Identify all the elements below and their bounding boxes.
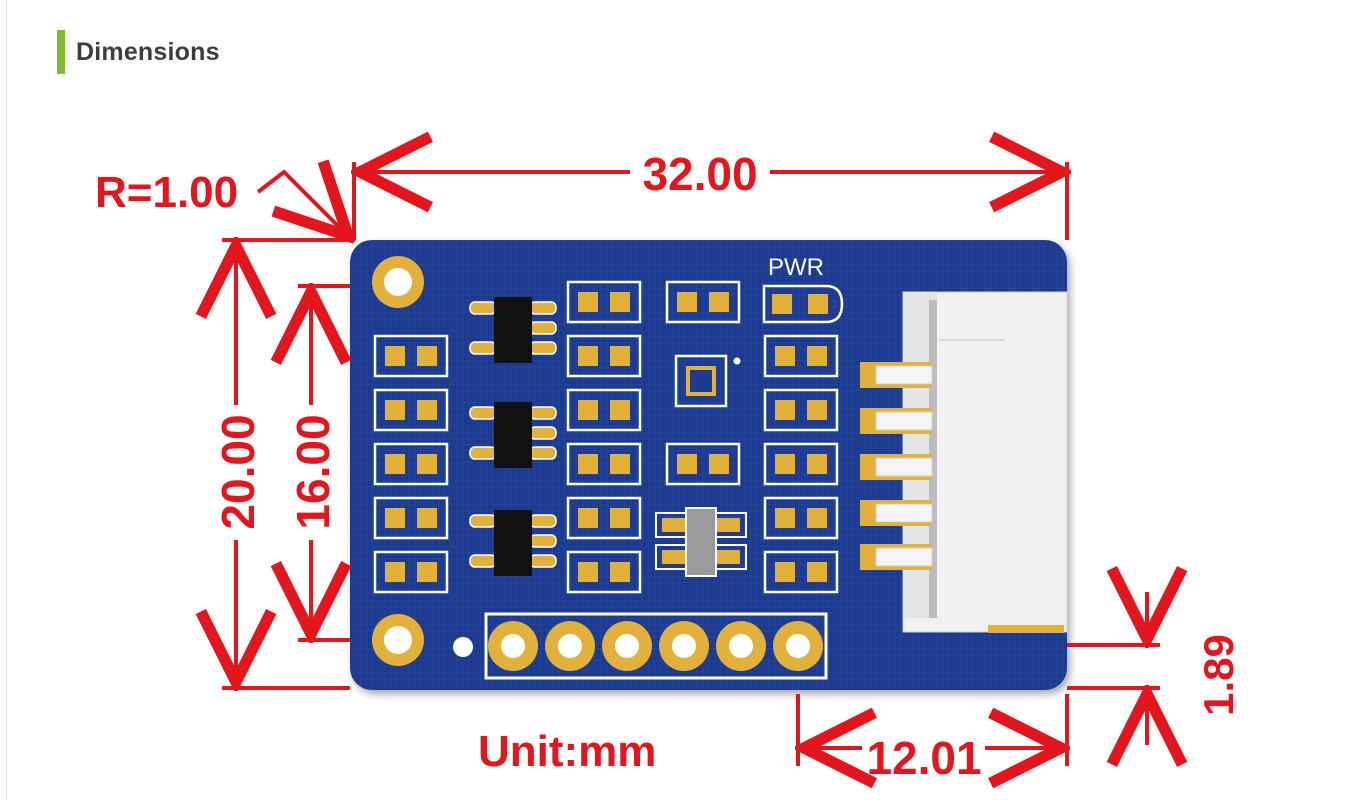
dimension-height: 20.00: [212, 246, 264, 682]
dimension-width: 32.00: [360, 148, 1062, 200]
resistor: [566, 550, 642, 594]
section-accent-bar: [57, 30, 65, 74]
connector-pin: [860, 544, 933, 570]
resistor: [763, 388, 839, 432]
hole-spacing-label: 16.00: [287, 414, 339, 529]
resistor-column-center: [665, 280, 741, 486]
resistor: [566, 334, 642, 378]
pin-header: [484, 612, 828, 680]
resistor: [665, 442, 741, 486]
qfn-chip: [674, 354, 741, 408]
connector: [860, 291, 1068, 633]
resistor: [373, 334, 449, 378]
resistor: [373, 388, 449, 432]
connector-pin: [860, 408, 933, 434]
header-pin: [488, 621, 538, 671]
pwr-label: PWR: [768, 254, 824, 281]
height-label: 20.00: [212, 414, 264, 529]
transistor: [469, 297, 557, 363]
mounting-hole-bottom: [372, 614, 424, 666]
resistor-column-left: [373, 334, 449, 594]
section-title: Dimensions: [76, 37, 220, 66]
resistor: [373, 496, 449, 540]
section-header: Dimensions: [57, 30, 220, 74]
resistor: [763, 496, 839, 540]
resistor: [763, 442, 839, 486]
connector-offset-label: 1.89: [1195, 634, 1242, 716]
resistor: [763, 334, 839, 378]
resistor: [566, 496, 642, 540]
header-pin: [716, 621, 766, 671]
radius-label: R=1.00: [95, 168, 238, 217]
resistor: [566, 280, 642, 324]
resistor: [566, 388, 642, 432]
transistor: [469, 402, 557, 468]
header-pin: [773, 621, 823, 671]
header-pin: [602, 621, 652, 671]
resistor: [373, 442, 449, 486]
transistor: [469, 510, 557, 576]
dimension-hole-spacing: 16.00: [287, 292, 339, 634]
resistor: [373, 550, 449, 594]
unit-label: Unit:mm: [478, 727, 656, 776]
resistor: [763, 550, 839, 594]
resistor-column-right: [763, 334, 839, 594]
width-label: 32.00: [642, 148, 757, 200]
voltage-regulator: [655, 507, 747, 577]
header-pin: [545, 621, 595, 671]
transistor-group: [469, 297, 557, 576]
dimension-connector-width: 12.01: [804, 732, 1061, 784]
connector-pin: [860, 362, 933, 388]
pwr-led: PWR: [762, 254, 844, 324]
page-left-border: [6, 0, 7, 800]
resistor-column-middle: [566, 280, 642, 594]
resistor: [665, 280, 741, 324]
header-pin: [659, 621, 709, 671]
pin1-dot: [453, 637, 473, 657]
connector-width-label: 12.01: [866, 732, 981, 784]
connector-pin: [860, 500, 933, 526]
mounting-hole-top: [372, 256, 424, 308]
resistor: [566, 442, 642, 486]
connector-pin: [860, 454, 933, 480]
dimension-connector-offset: 1.89: [1147, 592, 1242, 745]
dimension-radius: R=1.00: [95, 168, 348, 236]
